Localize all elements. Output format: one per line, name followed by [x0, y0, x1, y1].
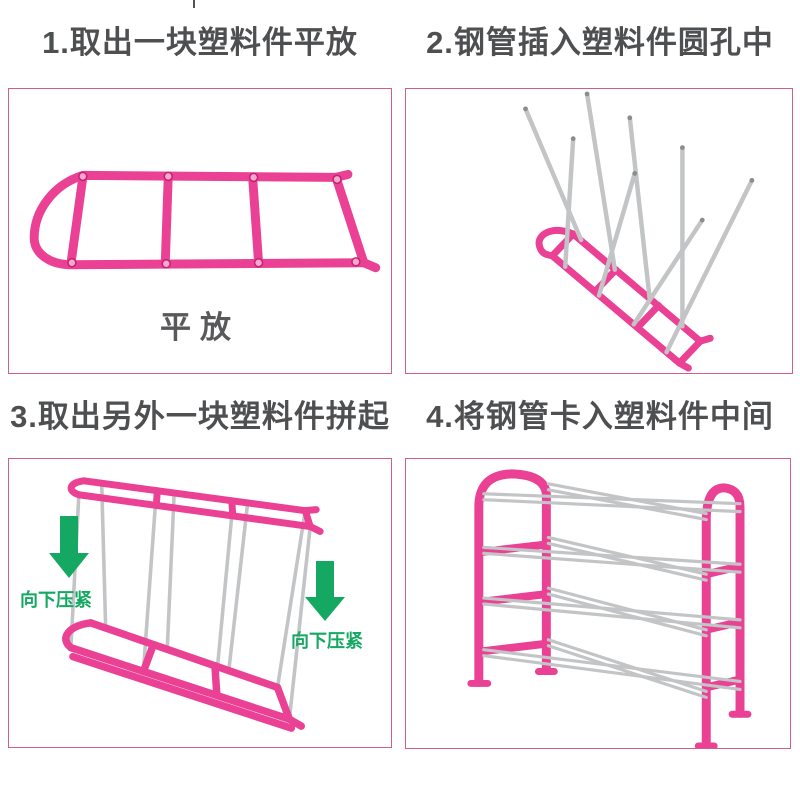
- step1-illustration: [29, 169, 381, 273]
- step4-panel: [405, 458, 791, 749]
- down-arrow-icon: [49, 516, 89, 578]
- step3-panel: 向下压紧 向下压紧: [8, 458, 392, 748]
- step2-title: 2.钢管插入塑料件圆孔中: [426, 25, 774, 60]
- steel-tubes-vertical: [69, 481, 313, 721]
- step2-illustration: [523, 91, 755, 372]
- bottom-plastic-frame: [62, 619, 306, 732]
- tube-tips: [523, 91, 755, 223]
- step4-illustration: [467, 469, 752, 748]
- step1-panel: 平放: [8, 88, 392, 374]
- frame-holes: [67, 171, 361, 269]
- step1-caption: 平放: [160, 310, 240, 345]
- plastic-frame-flat: [29, 169, 381, 273]
- top-plastic-frame: [67, 477, 324, 535]
- stray-mark: [193, 0, 195, 8]
- steel-tubes: [523, 91, 755, 355]
- press-down-label-right: 向下压紧: [291, 631, 363, 651]
- step3-illustration: [62, 477, 324, 732]
- press-down-label-left: 向下压紧: [20, 590, 92, 610]
- step1-title: 1.取出一块塑料件平放: [42, 25, 358, 60]
- step2-panel: [405, 88, 793, 374]
- step3-title: 3.取出另外一块塑料件拼起: [10, 399, 390, 434]
- shelf-tubes: [482, 482, 742, 699]
- down-arrow-icon: [305, 561, 345, 621]
- step4-title: 4.将钢管卡入塑料件中间: [426, 399, 774, 434]
